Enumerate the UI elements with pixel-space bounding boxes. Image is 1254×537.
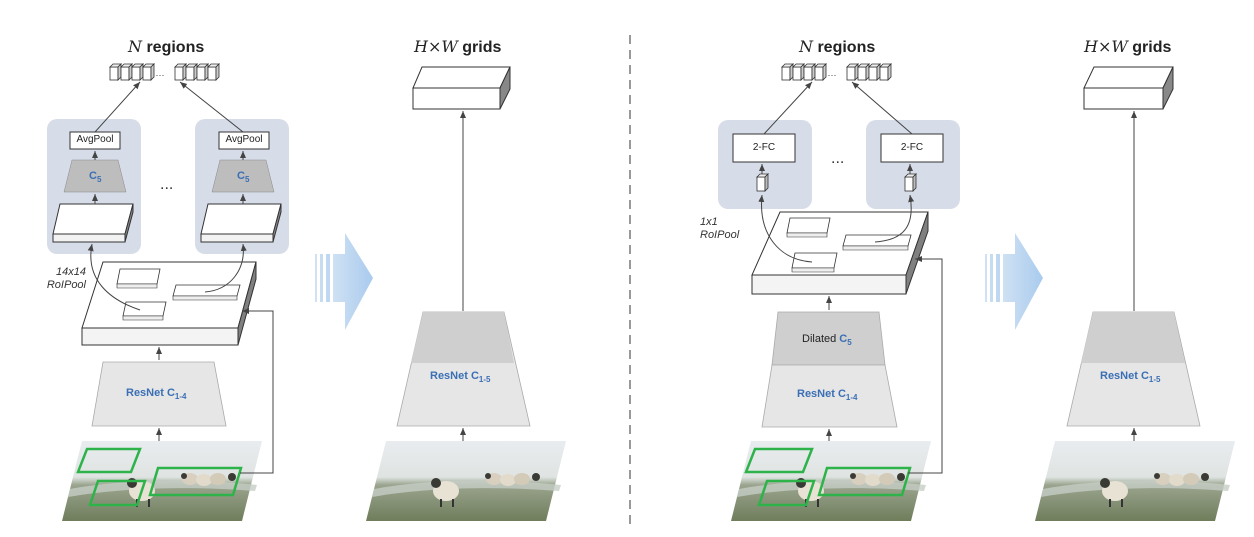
fc-label-right: 2-FC <box>900 142 924 153</box>
panel-a-left-title: N regions <box>128 37 204 57</box>
head-ellipsis: ... <box>831 150 845 167</box>
input-image <box>1035 441 1235 521</box>
region-head-right <box>866 120 960 209</box>
panel-b-region-pipeline: ··· <box>718 63 960 521</box>
title-math: N <box>128 37 142 56</box>
roi-box <box>148 466 243 497</box>
roi-box <box>817 466 912 497</box>
title-math: H×W <box>414 37 458 56</box>
title-math: N <box>799 37 813 56</box>
backbone-label: ResNet C1-4 <box>797 388 858 403</box>
avgpool-label-right: AvgPool <box>225 134 263 145</box>
title-text: regions <box>813 39 876 56</box>
grid-output-block <box>1083 66 1174 110</box>
avgpool-label-left: AvgPool <box>76 134 114 145</box>
head-ellipsis: ... <box>160 176 174 193</box>
svg-text:···: ··· <box>156 70 165 80</box>
backbone-c1-4 <box>761 364 898 428</box>
title-text: grids <box>1127 39 1172 56</box>
title-text: grids <box>457 39 502 56</box>
feature-map-slab <box>751 211 929 295</box>
roi-box <box>76 447 142 474</box>
c5-label-right: C5 <box>237 170 250 185</box>
panel-b-right-title: H×W grids <box>1084 37 1171 57</box>
backbone-label: ResNet C1-5 <box>1100 370 1161 385</box>
title-text: regions <box>142 39 205 56</box>
panel-a-grid-pipeline <box>366 66 566 521</box>
input-image <box>366 441 566 521</box>
transfer-arrow <box>985 233 1043 330</box>
input-image <box>62 441 262 521</box>
panel-a-right-title: H×W grids <box>414 37 501 57</box>
input-image <box>731 441 931 521</box>
roi-box <box>88 479 147 507</box>
svg-text:···: ··· <box>828 70 837 80</box>
transfer-arrow <box>315 233 373 330</box>
grid-output-block <box>412 66 511 110</box>
backbone-label: ResNet C1-5 <box>430 370 491 385</box>
roi-box <box>744 447 814 474</box>
feature-map-slab <box>81 261 257 346</box>
c5-label-left: C5 <box>89 170 102 185</box>
backbone-c1-4 <box>91 361 227 427</box>
title-math: H×W <box>1084 37 1128 56</box>
dilated-label: Dilated C5 <box>802 333 852 348</box>
roi-box <box>757 479 816 507</box>
fc-label-left: 2-FC <box>752 142 776 153</box>
panel-b-grid-pipeline <box>1035 66 1235 521</box>
panel-a-region-pipeline: ··· <box>47 63 289 521</box>
region-vectors: ··· <box>109 63 220 81</box>
backbone-label: ResNet C1-4 <box>126 387 187 402</box>
region-vectors: ··· <box>781 63 892 81</box>
panel-b-left-title: N regions <box>799 37 875 57</box>
